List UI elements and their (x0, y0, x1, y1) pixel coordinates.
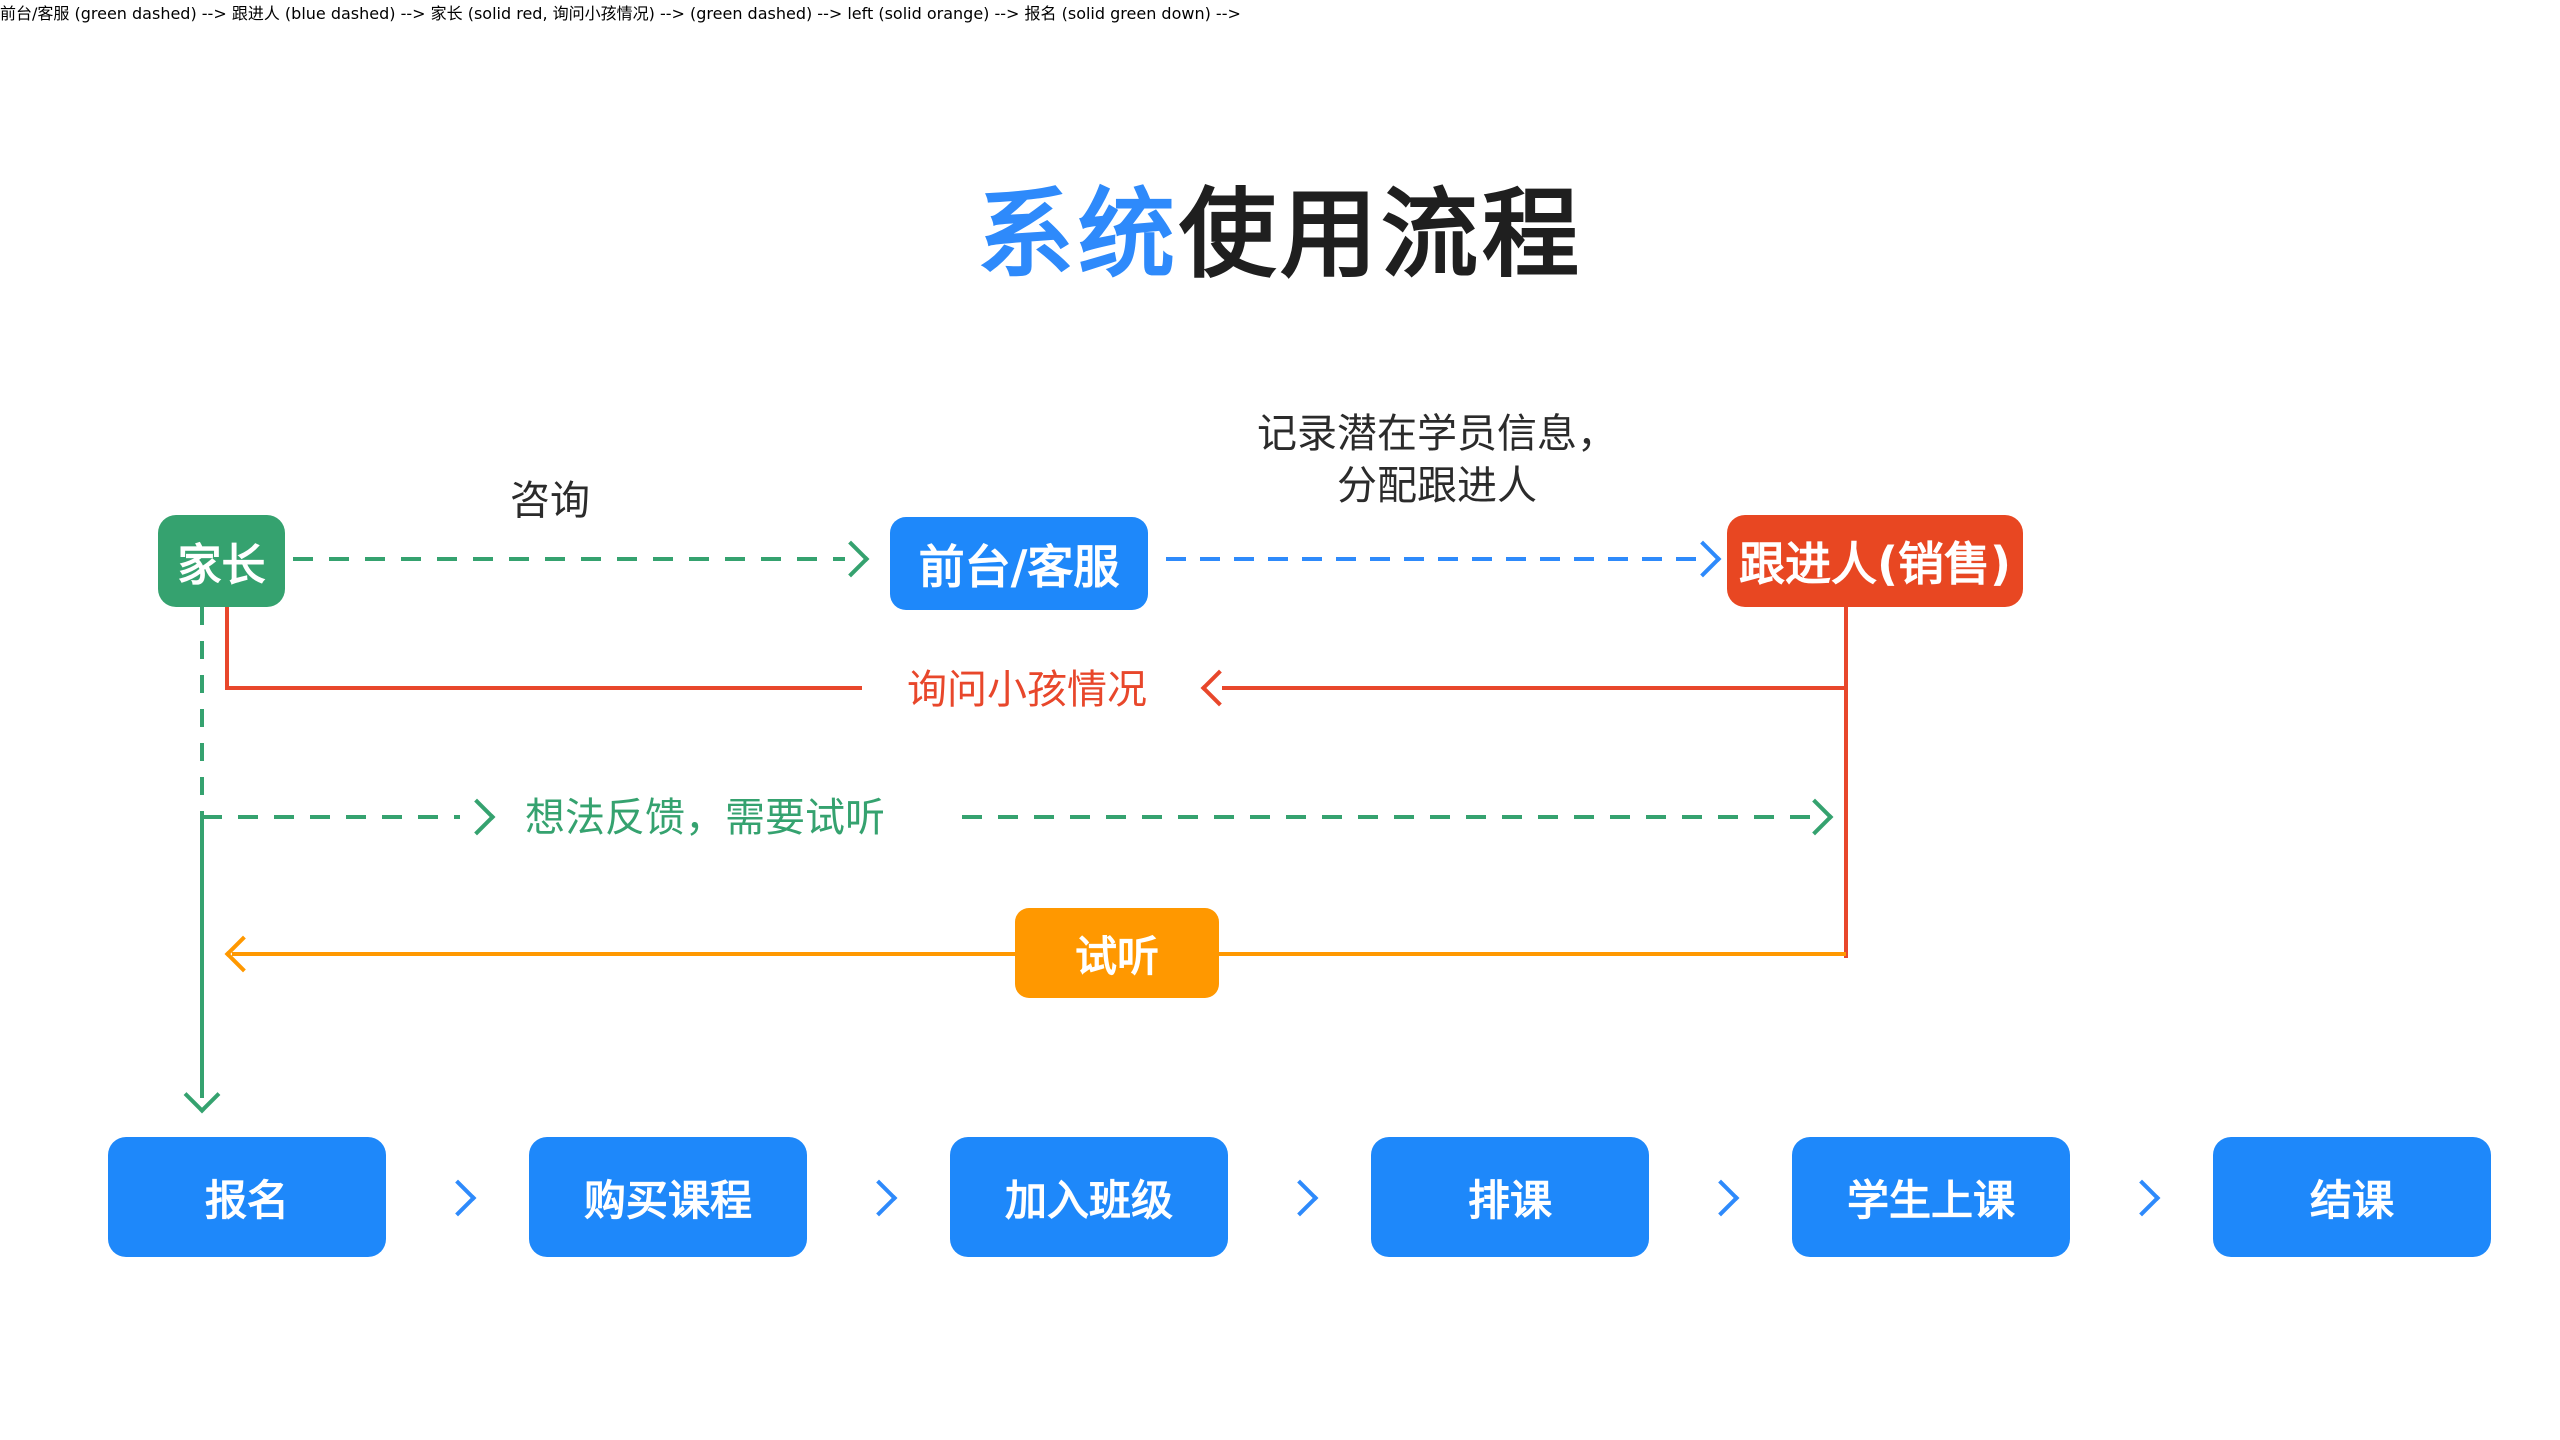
edge-ask-line-right (1222, 686, 1846, 690)
arrowhead-trial-icon (224, 935, 262, 973)
edge-feedback-down-line (200, 607, 204, 817)
edge-record-label-line2: 分配跟进人 (1337, 463, 1537, 509)
step-finish: 结课 (2213, 1137, 2491, 1257)
page-title-highlight: 系统 (977, 178, 1179, 291)
step-arrow-3-icon (1281, 1179, 1319, 1217)
node-trial-label: 试听 (1074, 931, 1159, 981)
edge-record-label-line1: 记录潜在学员信息， (1257, 411, 1617, 457)
step-join-class-label: 加入班级 (1004, 1175, 1173, 1225)
node-parent: 家长 (158, 515, 285, 607)
step-attend-label: 学生上课 (1846, 1175, 2015, 1225)
step-arrow-1-icon (439, 1179, 477, 1217)
node-trial: 试听 (1015, 908, 1219, 998)
step-arrow-2-icon (860, 1179, 898, 1217)
step-signup: 报名 (108, 1137, 386, 1257)
edge-feedback-line-left (202, 815, 460, 819)
edge-feedback-label: 想法反馈，需要试听 (525, 795, 885, 841)
node-front-desk: 前台/客服 (890, 517, 1148, 610)
edge-ask-up-line (225, 607, 229, 690)
edge-ask-label: 询问小孩情况 (907, 667, 1147, 713)
step-buy-course: 购买课程 (529, 1137, 807, 1257)
step-arrow-5-icon (2123, 1179, 2161, 1217)
arrowhead-feedback-end-icon (1796, 798, 1834, 836)
step-buy-course-label: 购买课程 (583, 1175, 752, 1225)
edge-ask-line-left (225, 686, 862, 690)
arrowhead-ask-icon (1200, 669, 1238, 707)
page-title: 系统使用流程 (977, 181, 1583, 289)
edge-consult-line (293, 557, 845, 561)
node-parent-label: 家长 (177, 540, 266, 591)
node-front-desk-label: 前台/客服 (918, 539, 1120, 594)
edge-sales-down-line (1844, 607, 1848, 958)
edge-signup-line (200, 817, 204, 1098)
step-finish-label: 结课 (2309, 1175, 2394, 1225)
arrowhead-signup-icon (183, 1076, 221, 1114)
edge-feedback-line-right (962, 815, 1812, 819)
edge-record-label: 记录潜在学员信息， 分配跟进人 (1257, 408, 1617, 512)
arrowhead-feedback-mid-icon (458, 798, 496, 836)
step-join-class: 加入班级 (950, 1137, 1228, 1257)
node-sales: 跟进人(销售) (1727, 515, 2023, 607)
edge-consult-label: 咨询 (510, 478, 590, 524)
page-title-rest: 使用流程 (1179, 178, 1583, 291)
arrowhead-consult-icon (832, 540, 870, 578)
step-arrow-4-icon (1702, 1179, 1740, 1217)
step-schedule: 排课 (1371, 1137, 1649, 1257)
step-attend: 学生上课 (1792, 1137, 2070, 1257)
step-signup-label: 报名 (204, 1175, 289, 1225)
node-sales-label: 跟进人(销售) (1738, 537, 2012, 591)
step-schedule-label: 排课 (1467, 1175, 1552, 1225)
edge-record-line (1166, 557, 1700, 561)
arrowhead-record-icon (1684, 540, 1722, 578)
